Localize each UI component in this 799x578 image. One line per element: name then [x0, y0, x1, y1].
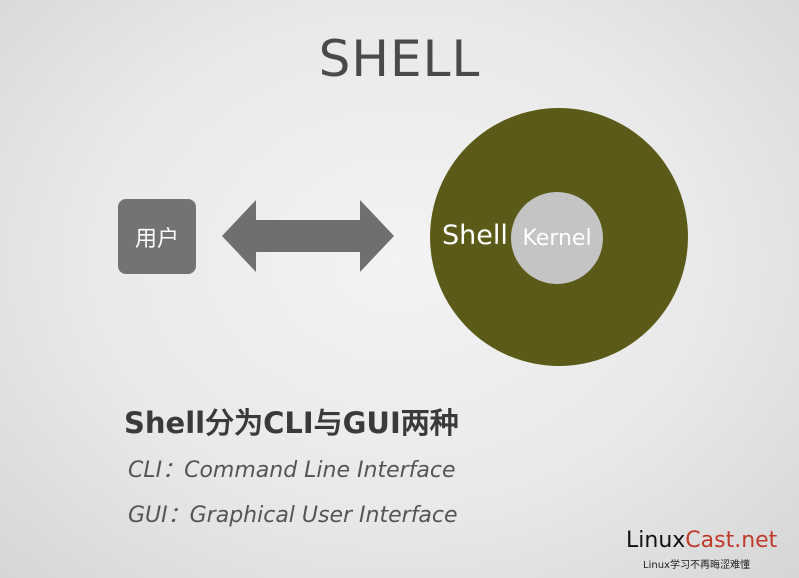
user-box: 用户 — [118, 199, 196, 274]
linuxcast-logo: LinuxCast.net — [626, 528, 777, 553]
gui-definition: GUI：Graphical User Interface — [128, 503, 458, 528]
slide-title: SHELL — [318, 30, 481, 88]
cli-definition: CLI：Command Line Interface — [128, 458, 456, 483]
logo-prefix: Linux — [626, 528, 686, 553]
user-label: 用户 — [134, 226, 179, 252]
kernel-label: Kernel — [522, 225, 592, 251]
logo-tagline: Linux学习不再晦涩难懂 — [643, 560, 750, 571]
double-arrow-icon — [222, 200, 394, 272]
kernel-circle: Kernel — [511, 192, 603, 284]
headline: Shell分为CLI与GUI两种 — [124, 406, 459, 440]
logo-suffix: Cast.net — [685, 528, 778, 553]
shell-label: Shell — [442, 220, 508, 251]
